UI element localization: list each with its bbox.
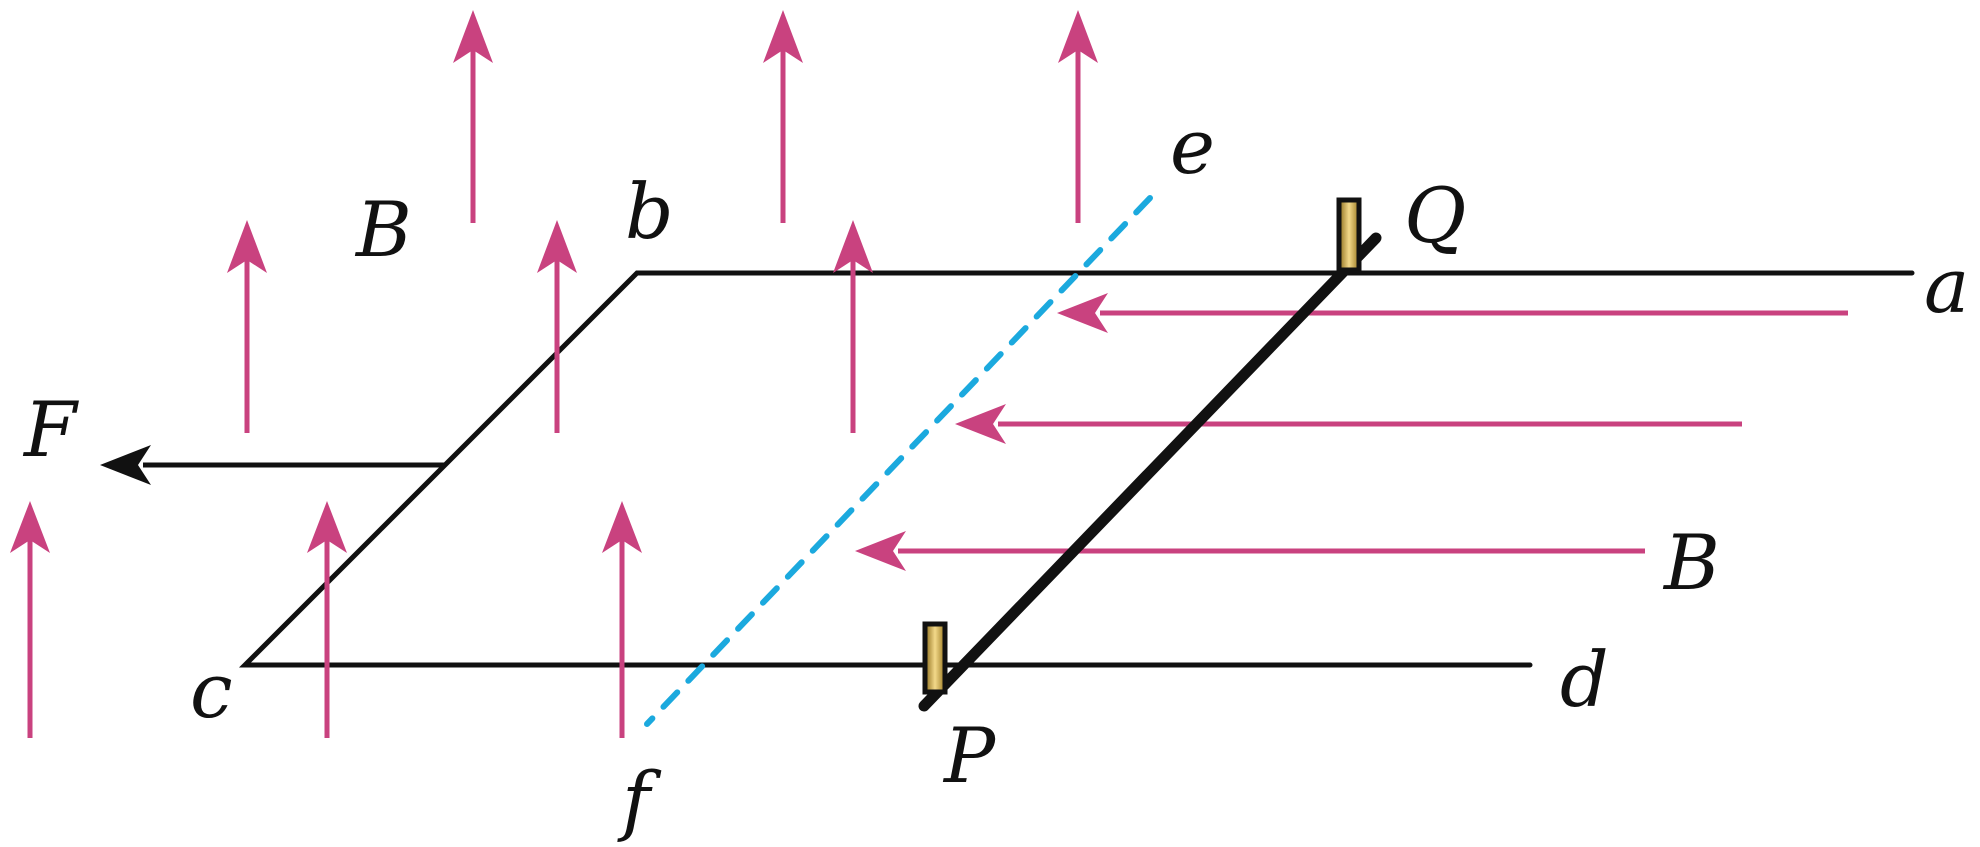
field-arrow-up-icon [227, 220, 267, 433]
field-arrow-up-icon [763, 10, 803, 223]
field-arrow-left-icon [955, 404, 1742, 444]
field-arrow-left-icon [855, 531, 1645, 571]
field-arrow-up-icon [833, 220, 873, 433]
label-f: f [617, 755, 662, 844]
force-arrow-left-icon [100, 445, 446, 485]
field-arrow-up-icon [602, 501, 642, 738]
field-arrow-up-icon [537, 220, 577, 433]
rod-pq [918, 232, 1382, 712]
vertical-field-arrows [10, 10, 1098, 738]
label-c: c [190, 646, 233, 735]
label-a: a [1924, 241, 1969, 330]
label-e: e [1170, 102, 1215, 191]
field-arrow-up-icon [1058, 10, 1098, 223]
top-rail [238, 270, 1915, 668]
dashed-line-ef [644, 195, 1153, 727]
field-arrow-up-icon [453, 10, 493, 223]
rails [238, 270, 1915, 668]
clamp-icon [922, 621, 948, 695]
field-arrow-left-icon [1057, 293, 1848, 333]
label-b-horizontal-field: B [1662, 518, 1720, 607]
horizontal-field-arrows [855, 293, 1848, 571]
label-b-vertical-field: B [354, 185, 412, 274]
label-f-force: F [22, 385, 79, 474]
label-b: b [625, 167, 674, 256]
field-arrow-up-icon [307, 501, 347, 738]
label-d: d [1560, 635, 1609, 724]
label-p: P [942, 711, 997, 800]
field-arrow-up-icon [10, 501, 50, 738]
clamp-icon [1336, 197, 1362, 273]
label-q: Q [1404, 171, 1466, 260]
